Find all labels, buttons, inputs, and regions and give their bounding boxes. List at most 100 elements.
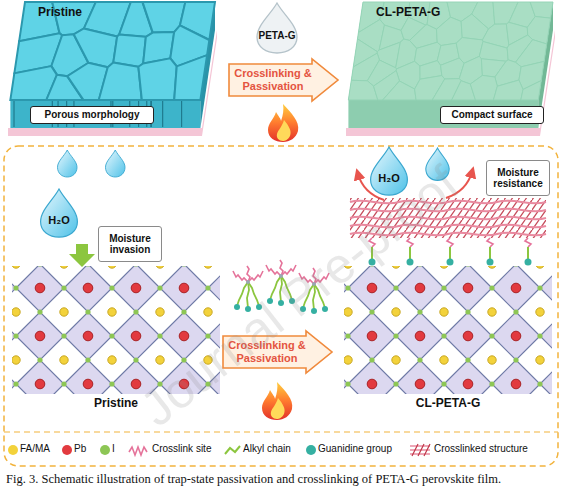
iodide-ion (489, 285, 494, 290)
a-site-ion (440, 308, 448, 316)
octahedron (492, 312, 540, 360)
arrow-outline (223, 331, 332, 373)
iodide-ion (513, 266, 518, 267)
a-site-ion (344, 308, 352, 316)
flame-inner (271, 398, 285, 419)
legend-label: Alkyl chain (243, 443, 291, 455)
grain (479, 41, 511, 61)
mesh-link-symbol (412, 444, 430, 456)
lead-ion (83, 283, 93, 293)
lead-ion (367, 379, 377, 389)
a-site-ion (536, 266, 544, 268)
pore-line (13, 101, 14, 127)
octahedron (16, 266, 64, 312)
a-site-ion (536, 308, 544, 316)
iodide-ion (345, 285, 350, 290)
lead-ion (415, 379, 425, 389)
crosslinked-network (350, 198, 546, 238)
a-site-ion (440, 266, 448, 268)
anchor-chain (407, 238, 414, 266)
a-site-ion (204, 356, 212, 364)
iodide-ion (109, 285, 114, 290)
perovskite-lattice-text: CL-PETA-G (344, 397, 552, 411)
iodide-ion (441, 285, 446, 290)
iodide-ion (181, 357, 186, 362)
heat-flame (262, 382, 292, 420)
iodide-ion (157, 381, 162, 386)
lead-ion (83, 379, 93, 389)
lead-ion (511, 283, 521, 293)
lattice-body (344, 266, 552, 394)
lead-ion (35, 283, 45, 293)
perovskite-lattice-shape (12, 266, 220, 394)
note-box-text: Moisture resistance (487, 161, 549, 195)
lead-ion (131, 283, 141, 293)
legend-swatch (8, 445, 18, 455)
a-site-ion (440, 356, 448, 364)
iodide-ion (37, 266, 42, 267)
a-site-ion (536, 356, 544, 364)
legend: FA/MAPbICrosslink siteAlkyl chainGuanidi… (0, 441, 564, 461)
octahedron (348, 360, 396, 394)
a-site-ion (204, 308, 212, 316)
perovskite-lattice-text: Pristine (12, 397, 220, 411)
anchor-chain (447, 238, 454, 266)
octahedron (348, 312, 396, 360)
mesh-strand (350, 233, 546, 236)
peta-g-molecule (266, 260, 296, 306)
legend-swatch (306, 445, 316, 455)
iodide-ion (513, 309, 518, 314)
reagent-droplet-shape (252, 2, 302, 54)
grain (113, 35, 148, 67)
mesh-strand (350, 209, 546, 212)
iodide-ion (181, 266, 186, 267)
film-front (10, 100, 200, 128)
pore-line (181, 101, 182, 127)
process-arrow-text: Crosslinking & Passivation (227, 339, 307, 364)
iodide-ion (157, 285, 162, 290)
label-box: Compact surface (440, 106, 544, 124)
film-block: PristinePorous morphology (8, 0, 220, 138)
octahedron (112, 360, 160, 394)
lead-ion (131, 379, 141, 389)
octahedron (112, 312, 160, 360)
a-site-ion (344, 266, 352, 268)
a-site-ion (12, 308, 20, 316)
figure-caption: Fig. 3. Schematic illustration of trap-s… (6, 472, 558, 487)
iodide-ion (85, 357, 90, 362)
iodide-ion (85, 309, 90, 314)
label-box-text: Compact surface (441, 107, 543, 123)
legend-label: I (112, 443, 115, 455)
iodide-ion (205, 333, 210, 338)
legend-swatch (100, 445, 110, 455)
grain (383, 81, 419, 100)
iodide-ion (13, 381, 18, 386)
film-block-text: Pristine (38, 6, 128, 20)
lead-ion (415, 283, 425, 293)
iodide-ion (513, 357, 518, 362)
iodide-ion (133, 266, 138, 267)
iodide-ion (489, 381, 494, 386)
iodide-ion (13, 285, 18, 290)
reagent-droplet-text: PETA-G (252, 30, 302, 42)
film-block: CL-PETA-G Compact surface (346, 0, 558, 138)
film-block-text: CL-PETA-G (376, 6, 466, 20)
lead-ion (511, 379, 521, 389)
iodide-ion (417, 309, 422, 314)
a-site-ion (204, 266, 212, 268)
lead-ion (35, 331, 45, 341)
iodide-ion (205, 285, 210, 290)
a-site-ion (488, 308, 496, 316)
iodide-ion (61, 285, 66, 290)
water-droplet (426, 148, 449, 180)
octahedron (444, 266, 492, 312)
a-site-ion (488, 266, 496, 268)
a-site-ion (392, 308, 400, 316)
a-site-ion (156, 356, 164, 364)
octahedron (540, 360, 552, 394)
invasion-arrow (69, 244, 95, 267)
mesh-strand (350, 225, 546, 228)
iodide-ion (181, 309, 186, 314)
flame-outer (268, 104, 298, 142)
iodide-ion (109, 381, 114, 386)
